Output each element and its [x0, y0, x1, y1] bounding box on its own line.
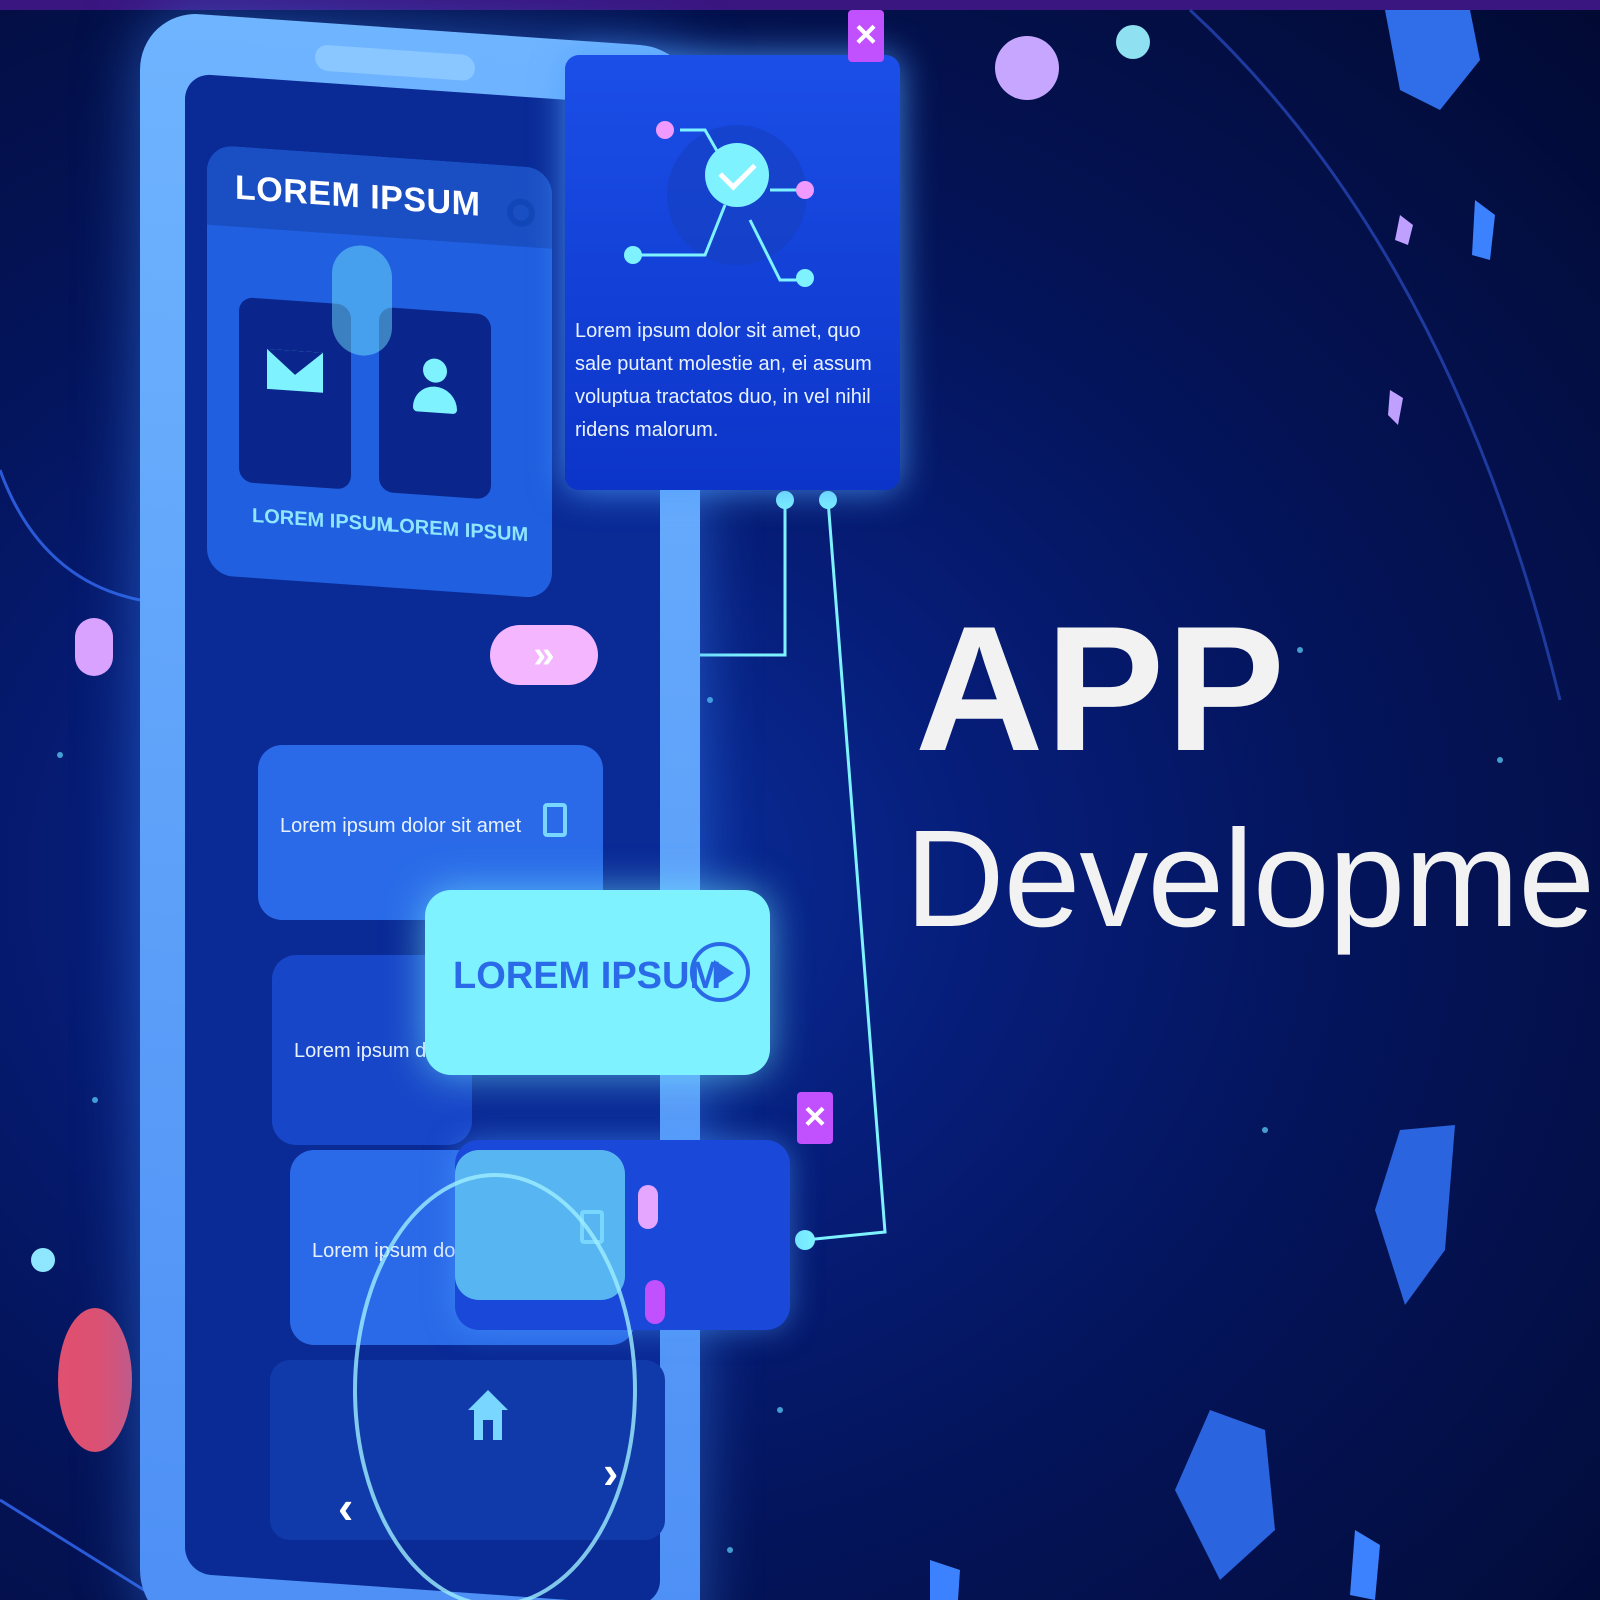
header-card: LOREM IPSUM LOREM IPSUM LOREM IPSUM: [207, 144, 552, 599]
close-icon[interactable]: ×: [797, 1092, 833, 1144]
nav-back-button[interactable]: ‹: [338, 1481, 354, 1533]
home-icon[interactable]: [468, 1390, 508, 1440]
gear-icon[interactable]: [507, 197, 535, 228]
bottom-nav: [270, 1360, 665, 1540]
orb-red: [58, 1308, 132, 1452]
mail-icon: [267, 348, 323, 393]
cube-8: [930, 1560, 960, 1600]
info-text: Lorem ipsum dolor sit amet, quo sale put…: [575, 320, 872, 441]
card-header: LOREM IPSUM: [207, 144, 552, 249]
list-item-text: Lorem ipsum dolor: [294, 1040, 460, 1062]
cube-7: [1350, 1530, 1380, 1600]
cube-4: [1472, 200, 1495, 260]
cube-6: [1388, 390, 1403, 425]
cube-2: [1375, 1125, 1455, 1305]
headline-app: APP: [915, 589, 1287, 788]
profile-tile-label: LOREM IPSUM: [387, 514, 529, 547]
profile-tile[interactable]: [379, 306, 491, 500]
orb-teal: [1116, 25, 1150, 59]
cube-5: [1395, 215, 1413, 245]
list-item-text: Lorem ipsum dolor sit amet: [280, 815, 522, 837]
nav-forward-button[interactable]: ›: [603, 1446, 619, 1498]
top-strip: [0, 0, 1600, 10]
mail-tile-label: LOREM IPSUM: [252, 504, 394, 537]
cube-1: [1385, 10, 1480, 110]
lorem-ipsum-button[interactable]: LOREM IPSUM: [425, 890, 770, 1075]
more-options-button[interactable]: [75, 618, 113, 676]
check-icon: [705, 143, 769, 207]
headline-development: Development: [905, 802, 1600, 956]
phone-speaker: [315, 44, 475, 82]
cube-3: [1175, 1410, 1275, 1580]
connector-2: [804, 499, 887, 1242]
orbit-ring: [353, 1173, 637, 1600]
trash-icon[interactable]: [543, 803, 567, 837]
card-title: LOREM IPSUM: [235, 168, 481, 224]
highlight-bubble: [332, 243, 392, 358]
lorem-ipsum-button-label: LOREM IPSUM: [453, 955, 722, 997]
user-icon: [423, 357, 447, 384]
orb-cyan: [31, 1248, 55, 1272]
node-pink: [638, 1185, 658, 1229]
node-purple: [645, 1280, 665, 1324]
forward-button[interactable]: »: [490, 625, 598, 685]
info-panel: Lorem ipsum dolor sit amet, quo sale put…: [565, 55, 900, 490]
orb-lavender: [995, 36, 1059, 100]
close-icon[interactable]: ×: [848, 10, 884, 62]
play-icon[interactable]: [690, 942, 750, 1002]
trash-icon[interactable]: [580, 1210, 604, 1244]
